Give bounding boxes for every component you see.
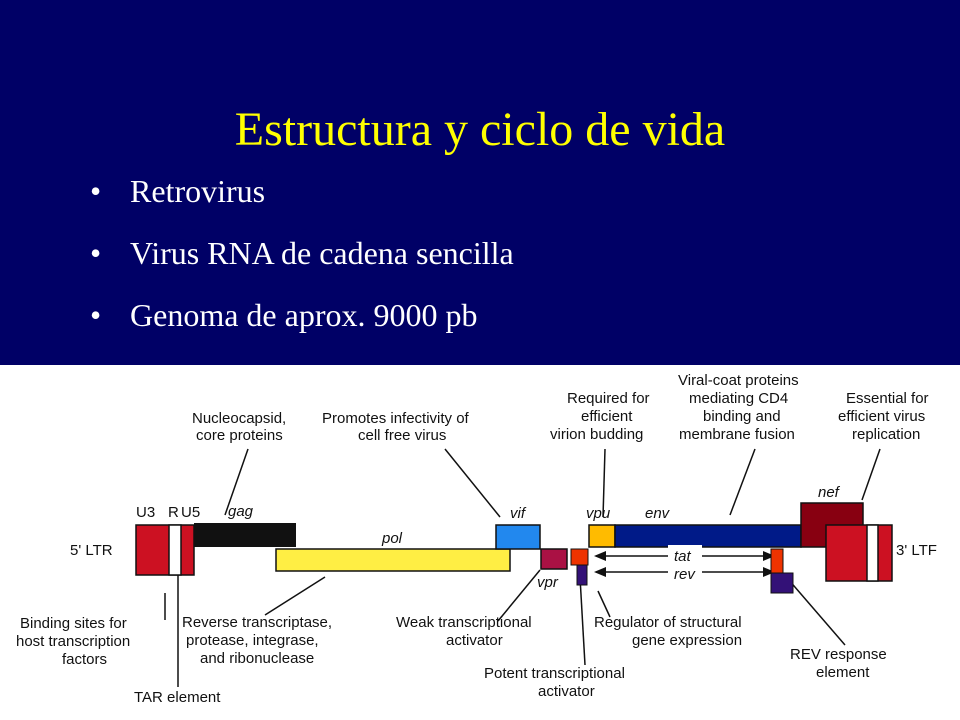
pointer-line-env xyxy=(729,448,756,516)
gene-vpr-label: vpr xyxy=(537,574,559,591)
gene-vpr xyxy=(540,548,568,570)
annotation-viral-coat-line3: binding and xyxy=(703,408,781,425)
hiv-genome-diagram: U3 R U5 5' LTR gag pol vif vpr vpu env t… xyxy=(16,372,937,706)
annotation-reverse-transcriptase-line1: Reverse transcriptase, xyxy=(182,614,332,631)
ltr-3-label: 3' LTF xyxy=(896,542,937,559)
pointer-line-nef xyxy=(861,448,881,501)
gene-vpu xyxy=(588,524,616,548)
tat-arrow-right-icon xyxy=(763,551,775,561)
annotation-rev-response-line1: REV response xyxy=(790,646,887,663)
gene-gag-label: gag xyxy=(228,503,254,520)
annotation-regulator-line2: gene expression xyxy=(632,632,742,649)
gene-nef-label: nef xyxy=(818,484,841,501)
bullet-item: • Retrovirus xyxy=(90,168,514,230)
rev-arrow-left-icon xyxy=(594,567,606,577)
gene-tat-label: tat xyxy=(674,548,692,565)
slide-header: Estructura y ciclo de vida • Retrovirus •… xyxy=(0,0,960,365)
annotation-essential-line2: efficient virus xyxy=(838,408,925,425)
annotation-viral-coat-line2: mediating CD4 xyxy=(689,390,788,407)
gene-tat-exon1 xyxy=(570,548,589,566)
annotation-binding-sites-line2: host transcription xyxy=(16,633,130,650)
annotation-promotes-line2: cell free virus xyxy=(358,427,446,444)
ltr-r-label: R xyxy=(168,504,179,521)
annotation-weak-activator-line2: activator xyxy=(446,632,503,649)
annotation-regulator-line1: Regulator of structural xyxy=(594,614,742,631)
annotation-required-line1: Required for xyxy=(567,390,650,407)
ltr-5-label: 5' LTR xyxy=(70,542,113,559)
annotation-essential-line1: Essential for xyxy=(846,390,929,407)
ltr-3-r-region xyxy=(866,524,879,582)
rev-label-bg xyxy=(668,565,702,585)
gene-rev-exon2 xyxy=(770,572,794,594)
bullet-dot-icon: • xyxy=(90,297,102,333)
ltr-5-box xyxy=(135,524,195,576)
gene-rev-label: rev xyxy=(674,566,696,583)
bullet-list: • Retrovirus • Virus RNA de cadena sencill… xyxy=(90,168,514,354)
annotation-potent-activator-line1: Potent transcriptional xyxy=(484,665,625,682)
rev-arrow-right-icon xyxy=(763,567,775,577)
gene-rev-exon1 xyxy=(576,564,588,586)
tat-label-bg xyxy=(668,545,702,567)
pointer-line-pol xyxy=(264,576,326,616)
ltr-3-box xyxy=(825,524,893,582)
pointer-line-rev xyxy=(597,590,611,618)
annotation-rev-response-line2: element xyxy=(816,664,870,681)
bullet-item: • Virus RNA de cadena sencilla xyxy=(90,230,514,292)
pointer-line-vpu xyxy=(602,448,606,518)
pointer-line-tat xyxy=(579,576,586,666)
annotation-binding-sites-line3: factors xyxy=(62,651,107,668)
bullet-dot-icon: • xyxy=(90,235,102,271)
ltr-u3-label: U3 xyxy=(136,504,155,521)
gene-pol xyxy=(275,548,511,572)
ltr-u5-label: U5 xyxy=(181,504,200,521)
annotation-potent-activator-line2: activator xyxy=(538,683,595,700)
bullet-text: Retrovirus xyxy=(130,173,266,209)
gene-env xyxy=(614,524,802,548)
gene-tat-exon2 xyxy=(770,548,784,574)
annotation-reverse-transcriptase-line2: protease, integrase, xyxy=(186,632,319,649)
bullet-dot-icon: • xyxy=(90,173,102,209)
annotation-required-line3: virion budding xyxy=(550,426,643,443)
annotation-nucleocapsid-line1: Nucleocapsid, xyxy=(192,410,286,427)
pointer-line-rre xyxy=(787,578,846,646)
gene-vpu-label: vpu xyxy=(586,505,611,522)
annotation-nucleocapsid-line2: core proteins xyxy=(196,427,283,444)
annotation-binding-sites-line1: Binding sites for xyxy=(20,615,127,632)
pointer-line-vif xyxy=(444,448,501,518)
annotation-required-line2: efficient xyxy=(581,408,633,425)
gene-gag xyxy=(194,523,296,547)
tat-arrow-left-icon xyxy=(594,551,606,561)
slide-title: Estructura y ciclo de vida xyxy=(234,103,726,156)
annotation-weak-activator-line1: Weak transcriptional xyxy=(396,614,532,631)
pointer-lines xyxy=(164,448,881,687)
gene-env-label: env xyxy=(645,505,671,522)
bullet-item: • Genoma de aprox. 9000 pb xyxy=(90,292,514,354)
bullet-text: Virus RNA de cadena sencilla xyxy=(130,235,514,271)
gene-vif-label: vif xyxy=(510,505,527,522)
annotation-essential-line3: replication xyxy=(852,426,920,443)
bullet-text: Genoma de aprox. 9000 pb xyxy=(130,297,478,333)
annotation-promotes-line1: Promotes infectivity of xyxy=(322,410,470,427)
ltr-5-r-region xyxy=(168,524,182,576)
annotation-viral-coat-line1: Viral-coat proteins xyxy=(678,372,799,389)
annotation-viral-coat-line4: membrane fusion xyxy=(679,426,795,443)
annotation-reverse-transcriptase-line3: and ribonuclease xyxy=(200,650,314,667)
gene-vif xyxy=(495,524,541,550)
pointer-line-nucleocapsid xyxy=(224,448,249,516)
pointer-line-vpr xyxy=(497,569,541,622)
annotation-tar-element: TAR element xyxy=(134,689,221,706)
gene-pol-label: pol xyxy=(381,530,403,547)
